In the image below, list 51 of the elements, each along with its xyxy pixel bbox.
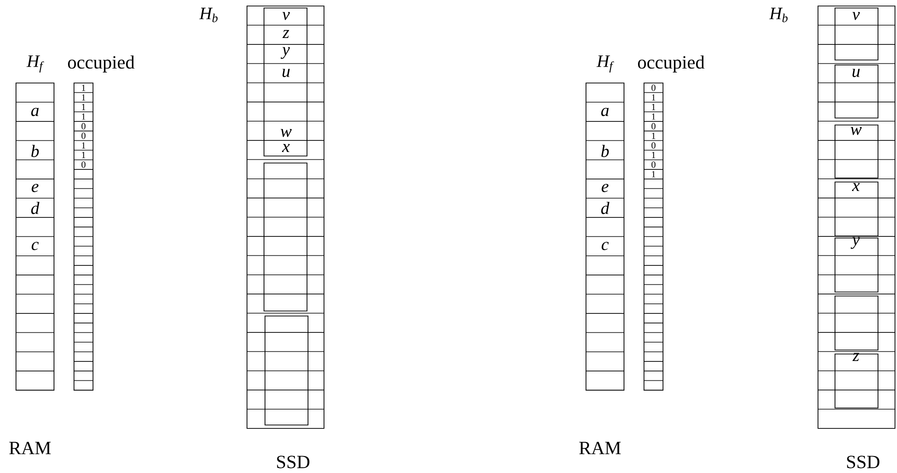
bit-value: 1 xyxy=(82,142,86,148)
variable-label: $d$ xyxy=(31,202,40,214)
text-label: SSD xyxy=(847,456,880,468)
variable-label: $y$ xyxy=(280,47,290,59)
variable-label: $y$ xyxy=(850,237,860,249)
bit-value: 0 xyxy=(652,142,656,149)
variable-label: $H_b$ xyxy=(199,8,218,22)
variable-label: $u$ xyxy=(282,68,290,78)
variable-label: $d$ xyxy=(601,202,610,214)
text-label: RAM xyxy=(9,442,51,454)
bit-value: 1 xyxy=(652,171,656,178)
variable-label: $b$ xyxy=(31,144,39,158)
bit-value: 0 xyxy=(652,161,656,168)
bit-value: 1 xyxy=(652,94,656,100)
variable-label: $H_b$ xyxy=(769,8,788,22)
bit-value: 1 xyxy=(82,94,86,100)
variable-label: $w$ xyxy=(850,126,862,136)
bit-value: 1 xyxy=(652,114,656,120)
variable-label: $v$ xyxy=(282,12,290,20)
variable-label: $H_f$ xyxy=(26,56,44,72)
bit-value: 1 xyxy=(652,104,656,110)
variable-label: $c$ xyxy=(602,242,609,250)
bit-value: 0 xyxy=(652,84,656,91)
variable-label: $u$ xyxy=(852,68,860,78)
bit-value: 0 xyxy=(82,123,86,130)
bit-value: 1 xyxy=(82,84,86,91)
bit-value: 0 xyxy=(652,123,656,130)
variable-label: $e$ xyxy=(602,184,608,192)
variable-label: $w$ xyxy=(280,128,292,138)
bit-value: 0 xyxy=(82,132,86,139)
bit-value: 1 xyxy=(652,132,656,139)
variable-label: $z$ xyxy=(852,353,860,361)
variable-label: $e$ xyxy=(32,184,38,192)
text-label: SSD xyxy=(277,456,310,468)
bit-value: 0 xyxy=(82,161,86,168)
text-label: occupied xyxy=(68,56,134,72)
variable-label: $a$ xyxy=(601,108,609,116)
bit-value: 1 xyxy=(82,152,86,158)
variable-label: $z$ xyxy=(282,30,290,38)
text-label: occupied xyxy=(638,56,704,72)
variable-label: $a$ xyxy=(31,108,39,116)
variable-label: $x$ xyxy=(852,183,860,191)
variable-label: $b$ xyxy=(601,144,609,158)
bit-value: 1 xyxy=(82,104,86,110)
variable-label: $H_f$ xyxy=(596,56,614,72)
bit-value: 1 xyxy=(652,152,656,158)
variable-label: $x$ xyxy=(282,144,290,152)
text-label: RAM xyxy=(579,442,621,454)
variable-label: $c$ xyxy=(32,242,39,250)
variable-label: $v$ xyxy=(852,12,860,20)
bit-value: 1 xyxy=(82,114,86,120)
